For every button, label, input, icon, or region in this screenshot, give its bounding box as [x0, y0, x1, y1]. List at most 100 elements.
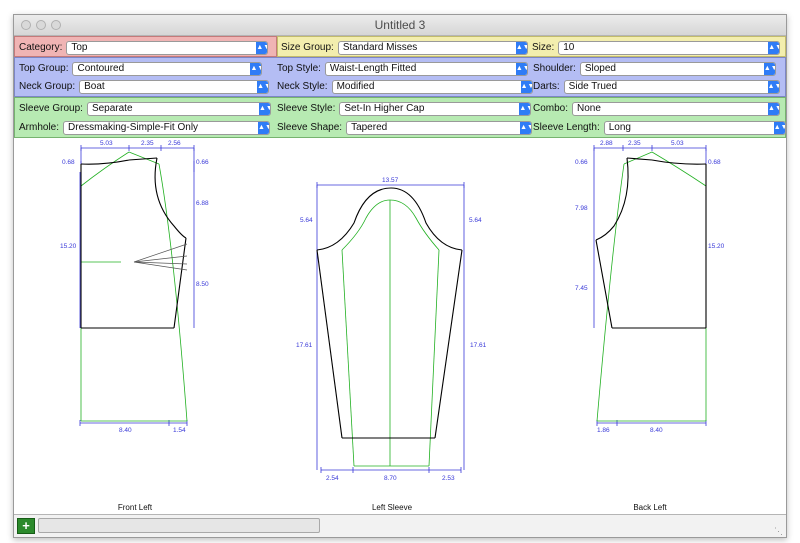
size-label: Size:	[532, 42, 555, 53]
top-style-label: Top Style:	[277, 63, 321, 74]
back-dim-right-full: 15.20	[708, 243, 725, 250]
category-label: Category:	[19, 42, 63, 53]
app-window: Untitled 3 Category: Top ▲▼ Size Group: …	[13, 14, 787, 538]
neck-style-value: Modified	[336, 80, 375, 92]
top-style-select[interactable]: Waist-Length Fitted ▲▼	[324, 61, 528, 76]
chevron-updown-icon: ▲▼	[767, 80, 779, 93]
size-group-select[interactable]: Standard Misses ▲▼	[337, 40, 528, 55]
sleeve-length-label: Sleeve Length:	[533, 122, 600, 133]
shoulder-value: Sloped	[584, 62, 616, 74]
front-outline	[80, 157, 187, 329]
size-group-label: Size Group:	[281, 42, 334, 53]
front-dim-bottom-a: 8.40	[119, 427, 132, 434]
sleeve-dim-cap-right: 5.64	[469, 217, 482, 224]
zoom-window-button[interactable]	[51, 20, 61, 30]
sleeve-length-value: Long	[608, 121, 631, 133]
minimize-window-button[interactable]	[36, 20, 46, 30]
front-dim-right-low: 8.50	[196, 281, 209, 288]
back-left-piece[interactable]: 2.88 2.35 5.03 0.66 0.68 7.98 15.20 7.45…	[575, 140, 725, 434]
left-sleeve-label: Left Sleeve	[371, 503, 413, 512]
front-dim-left-full: 15.20	[60, 243, 77, 250]
sleeve-shape-select[interactable]: Tapered ▲▼	[346, 120, 533, 135]
back-dim-bottom-a: 1.86	[597, 427, 610, 434]
chevron-updown-icon: ▲▼	[515, 41, 527, 54]
back-outline	[595, 157, 707, 329]
chevron-updown-icon: ▲▼	[515, 62, 527, 75]
front-dim-top-c: 2.56	[168, 140, 181, 147]
armhole-select[interactable]: Dressmaking-Simple-Fit Only ▲▼	[63, 120, 271, 135]
chevron-updown-icon: ▲▼	[258, 121, 270, 134]
top-group-select[interactable]: Contoured ▲▼	[72, 61, 263, 76]
sleeve-group-select[interactable]: Separate ▲▼	[86, 101, 271, 116]
top-group-value: Contoured	[77, 62, 125, 74]
size-panel: Size Group: Standard Misses ▲▼ Size: 10 …	[277, 36, 786, 57]
sleeve-dim-bottom-a: 2.54	[326, 475, 339, 482]
sleeve-style-select[interactable]: Set-In Higher Cap ▲▼	[339, 101, 532, 116]
front-left-label: Front Left	[117, 503, 153, 512]
top-options-panel: Top Group: Contoured ▲▼ Top Style: Waist…	[14, 57, 786, 97]
darts-select[interactable]: Side Trued ▲▼	[563, 79, 780, 94]
neck-group-select[interactable]: Boat ▲▼	[79, 79, 270, 94]
front-dimension-lines	[79, 145, 195, 426]
combo-select[interactable]: None ▲▼	[572, 101, 781, 116]
combo-value: None	[577, 102, 601, 114]
armhole-value: Dressmaking-Simple-Fit Only	[68, 121, 199, 133]
title-bar: Untitled 3	[14, 15, 786, 36]
neck-style-select[interactable]: Modified ▲▼	[331, 79, 533, 94]
sleeve-group-value: Separate	[91, 102, 133, 114]
category-panel: Category: Top ▲▼	[14, 36, 277, 57]
size-group-value: Standard Misses	[342, 41, 418, 53]
shoulder-select[interactable]: Sloped ▲▼	[579, 61, 776, 76]
close-window-button[interactable]	[21, 20, 31, 30]
darts-value: Side Trued	[568, 80, 618, 92]
sleeve-group-label: Sleeve Group:	[19, 103, 83, 114]
size-value: 10	[563, 41, 575, 53]
sleeve-dim-cap-left: 5.64	[300, 217, 313, 224]
sleeve-dimension-lines	[316, 182, 465, 473]
category-value: Top	[71, 41, 88, 53]
back-dim-left-low: 7.45	[575, 285, 588, 292]
sleeve-dim-bottom-c: 2.53	[442, 475, 455, 482]
resize-grip-icon[interactable]: ⋱	[774, 526, 783, 536]
darts-label: Darts:	[533, 81, 560, 92]
horizontal-scrollbar[interactable]	[38, 518, 320, 533]
combo-label: Combo:	[533, 103, 569, 114]
front-left-piece[interactable]: 5.03 2.35 2.56 0.68 0.66 6.88 15.20 8.50…	[60, 140, 209, 434]
back-guide-lines	[596, 151, 707, 422]
chevron-updown-icon: ▲▼	[520, 80, 532, 93]
neck-style-label: Neck Style:	[277, 81, 328, 92]
back-dim-top-b: 2.35	[628, 140, 641, 147]
chevron-updown-icon: ▲▼	[256, 41, 268, 54]
front-dimension-labels: 5.03 2.35 2.56 0.68 0.66 6.88 15.20 8.50…	[60, 140, 209, 434]
sleeve-dim-length-left: 17.61	[296, 342, 313, 349]
neck-group-label: Neck Group:	[19, 81, 76, 92]
top-group-label: Top Group:	[19, 63, 69, 74]
chevron-updown-icon: ▲▼	[257, 80, 269, 93]
chevron-updown-icon: ▲▼	[519, 102, 531, 115]
sleeve-length-select[interactable]: Long ▲▼	[603, 120, 786, 135]
front-dim-left-top: 0.68	[62, 159, 75, 166]
back-dim-left-top: 0.66	[575, 159, 588, 166]
front-dim-top-a: 5.03	[100, 140, 113, 147]
front-dim-right-top: 0.66	[196, 159, 209, 166]
left-sleeve-piece[interactable]: 13.57 5.64 5.64 17.61 17.61 2.54 8.70 2.…	[296, 177, 487, 482]
sleeve-dim-length-right: 17.61	[470, 342, 487, 349]
sleeve-dim-width: 13.57	[382, 177, 399, 184]
sleeve-dimension-labels: 13.57 5.64 5.64 17.61 17.61 2.54 8.70 2.…	[296, 177, 487, 482]
sleeve-guide-lines	[341, 199, 440, 467]
back-dimension-lines	[593, 145, 707, 426]
front-guide-lines	[80, 151, 188, 422]
pattern-canvas[interactable]: 5.03 2.35 2.56 0.68 0.66 6.88 15.20 8.50…	[14, 138, 786, 514]
add-button[interactable]: +	[17, 518, 35, 534]
armhole-label: Armhole:	[19, 122, 60, 133]
sleeve-outline	[316, 187, 463, 439]
sleeve-style-value: Set-In Higher Cap	[344, 102, 425, 114]
chevron-updown-icon: ▲▼	[768, 41, 780, 54]
chevron-updown-icon: ▲▼	[773, 121, 785, 134]
sleeve-shape-label: Sleeve Shape:	[277, 122, 343, 133]
size-select[interactable]: 10 ▲▼	[558, 40, 781, 55]
front-dim-top-b: 2.35	[141, 140, 154, 147]
chevron-updown-icon: ▲▼	[258, 102, 270, 115]
category-select[interactable]: Top ▲▼	[66, 40, 269, 55]
neck-group-value: Boat	[84, 80, 105, 92]
